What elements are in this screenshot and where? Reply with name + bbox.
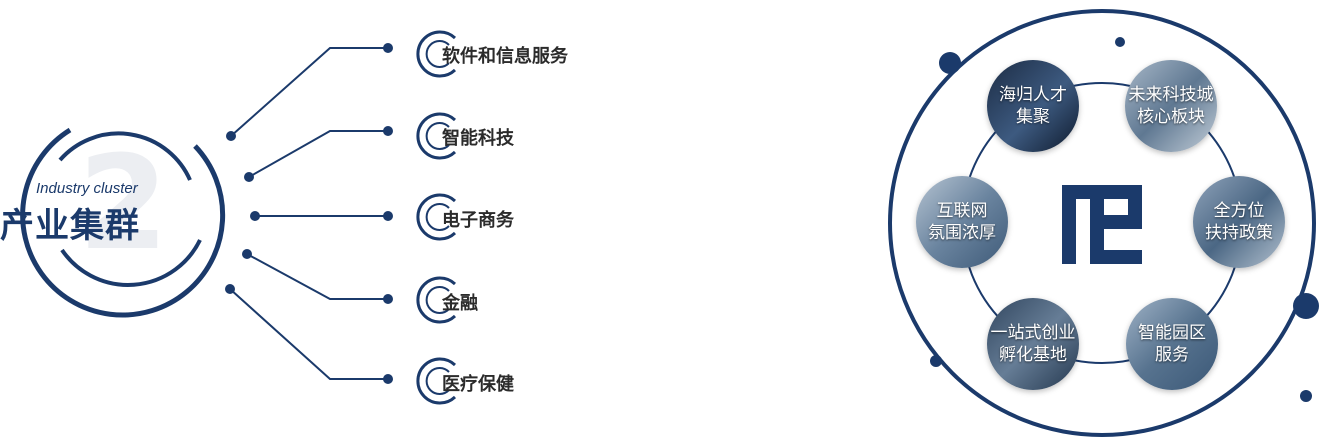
branch-label-healthcare: 医疗保健 bbox=[442, 374, 514, 395]
branch-label-smart-tech: 智能科技 bbox=[442, 128, 514, 149]
orbit-dot-1 bbox=[939, 52, 961, 74]
orbit-dot-5 bbox=[1300, 390, 1312, 402]
ring-icon-2 bbox=[416, 112, 457, 160]
node-policy-line1: 全方位 bbox=[1213, 201, 1265, 221]
node-talent-line1: 海归人才 bbox=[999, 85, 1067, 105]
background-glyph: 2 bbox=[78, 127, 169, 279]
outer-orbit bbox=[888, 9, 1316, 437]
emblem-upper-arc bbox=[58, 131, 192, 181]
branch-label-ecommerce: 电子商务 bbox=[442, 210, 514, 231]
node-smart-park-line2: 服务 bbox=[1155, 345, 1189, 365]
orbit-dot-2 bbox=[1115, 37, 1125, 47]
node-internet-line2: 氛围浓厚 bbox=[928, 223, 996, 243]
node-incubator: 一站式创业孵化基地 bbox=[987, 298, 1079, 390]
connector-2 bbox=[248, 130, 388, 178]
node-future-city: 未来科技城核心板块 bbox=[1125, 60, 1217, 152]
node-future-city-line2: 核心板块 bbox=[1137, 107, 1205, 127]
branch-ring-icons bbox=[416, 30, 457, 405]
connector-dots bbox=[225, 43, 393, 384]
ring-icon-5 bbox=[416, 357, 457, 405]
radial-diagram bbox=[888, 9, 1319, 437]
node-future-city-line1: 未来科技城 bbox=[1128, 85, 1214, 105]
orbit-dot-4 bbox=[930, 355, 942, 367]
connector-4 bbox=[246, 253, 388, 300]
emblem-lower-arc bbox=[60, 239, 202, 287]
connector-5 bbox=[229, 288, 388, 380]
ring-icon-4 bbox=[416, 276, 457, 324]
node-policy-line2: 扶持政策 bbox=[1205, 223, 1273, 243]
section-title-en: Industry cluster bbox=[36, 180, 138, 197]
section-title-cn: 产业集群 bbox=[0, 206, 140, 246]
node-talent-line2: 集聚 bbox=[1016, 107, 1050, 127]
orbit-dot-3 bbox=[1293, 293, 1319, 319]
node-smart-park: 智能园区服务 bbox=[1126, 298, 1218, 390]
branch-label-software: 软件和信息服务 bbox=[442, 46, 568, 67]
node-policy: 全方位扶持政策 bbox=[1193, 176, 1285, 268]
branch-label-finance: 金融 bbox=[442, 293, 478, 314]
node-internet: 互联网氛围浓厚 bbox=[916, 176, 1008, 268]
branch-connectors bbox=[229, 47, 388, 380]
center-logo-icon bbox=[1062, 185, 1142, 264]
cluster-emblem bbox=[20, 127, 226, 318]
node-talent: 海归人才集聚 bbox=[987, 60, 1079, 152]
ring-icon-3 bbox=[416, 193, 457, 241]
node-incubator-line2: 孵化基地 bbox=[999, 345, 1067, 365]
emblem-outer-arc bbox=[20, 127, 226, 318]
node-internet-line1: 互联网 bbox=[936, 201, 988, 221]
node-incubator-line1: 一站式创业 bbox=[990, 323, 1076, 343]
node-smart-park-line1: 智能园区 bbox=[1138, 323, 1206, 343]
ring-icon-1 bbox=[416, 30, 457, 78]
connector-1 bbox=[230, 47, 388, 137]
